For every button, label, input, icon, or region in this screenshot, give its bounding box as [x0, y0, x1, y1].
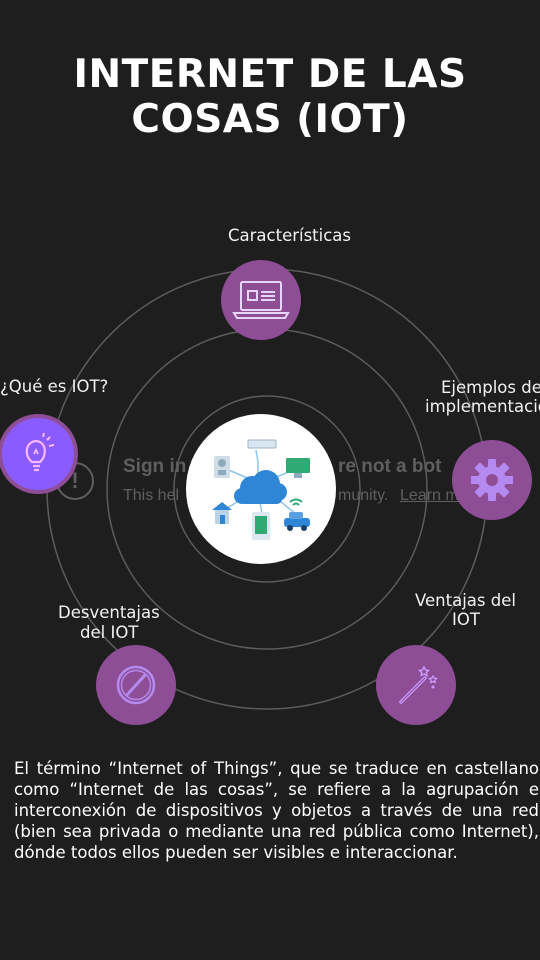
node-label-que-es-iot: ¿Qué es IOT? [0, 377, 109, 396]
node-label-desventajas-line-2: del IOT [80, 623, 139, 642]
overlay-heading-end: re not a bot [338, 456, 442, 477]
node-label-ventajas-line-2: IOT [452, 610, 480, 629]
overlay-body-mid: munity. [338, 487, 389, 504]
node-ejemplos-implementacion[interactable] [452, 440, 532, 520]
node-que-es-iot[interactable] [0, 414, 78, 494]
node-ventajas[interactable] [376, 645, 456, 725]
node-label-ejemplos-line-1: Ejemplos de [441, 378, 540, 397]
lightbulb-icon [25, 432, 55, 472]
iot-network-icon [212, 439, 310, 540]
gear-icon [471, 459, 513, 501]
node-caracteristicas[interactable] [221, 260, 301, 340]
node-label-ventajas-line-1: Ventajas del [415, 591, 516, 610]
prohibited-icon [116, 665, 156, 705]
overlay-body-start: This hel [123, 487, 180, 504]
title-line-1: INTERNET DE LAS [73, 52, 467, 97]
node-label-caracteristicas: Características [228, 226, 352, 245]
node-label-ejemplos-line-2: implementación [425, 397, 540, 416]
magic-wand-icon [399, 665, 438, 704]
overlay-heading-start: Sign in [123, 456, 187, 477]
page-title: INTERNET DE LAS COSAS (IOT) [0, 52, 540, 142]
node-desventajas[interactable] [96, 645, 176, 725]
iot-illustration [186, 414, 336, 564]
title-line-2: COSAS (IOT) [131, 97, 409, 142]
laptop-icon [232, 281, 290, 319]
node-label-desventajas-line-1: Desventajas [58, 603, 160, 622]
description-paragraph: El término “Internet of Things”, que se … [14, 759, 539, 862]
